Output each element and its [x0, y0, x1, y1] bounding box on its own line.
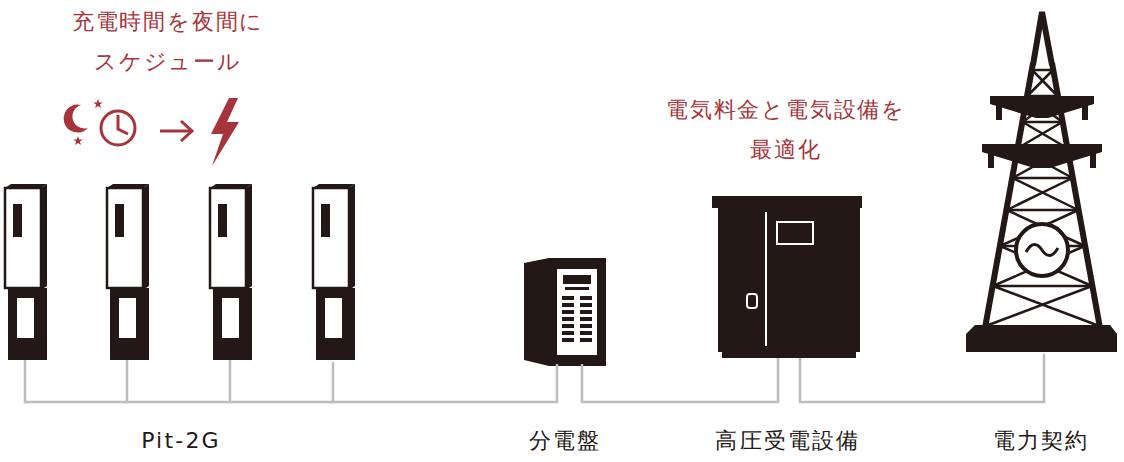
annotation-note: 充電時間を夜間に スケジュール — [36, 2, 300, 82]
substation-cabinet: 高圧受電設備 — [712, 194, 864, 358]
power-wire — [800, 354, 1044, 402]
tower-drawing — [966, 12, 1117, 352]
charger-group: Pit-2G — [5, 182, 357, 362]
wire — [25, 360, 333, 402]
distribution-board-drawing — [524, 258, 606, 366]
power-wire — [582, 358, 778, 402]
annotation-note: 電気料金と電気設備を 最適化 — [654, 90, 918, 170]
transmission-tower: 電力契約 — [960, 8, 1122, 354]
device-label: 分電盤 — [529, 426, 602, 456]
device-label: 電力契約 — [993, 426, 1090, 456]
substation-drawing — [712, 196, 862, 358]
charger-unit — [107, 184, 149, 360]
device-label: Pit-2G — [141, 426, 221, 456]
power-wire — [333, 362, 557, 402]
distribution-board: 分電盤 — [522, 256, 608, 364]
charger — [5, 184, 355, 360]
charger-unit — [313, 184, 355, 360]
charger-unit — [5, 184, 47, 360]
charger-unit — [210, 184, 252, 360]
schedule-icon — [64, 98, 239, 166]
device-label: 高圧受電設備 — [715, 426, 860, 456]
